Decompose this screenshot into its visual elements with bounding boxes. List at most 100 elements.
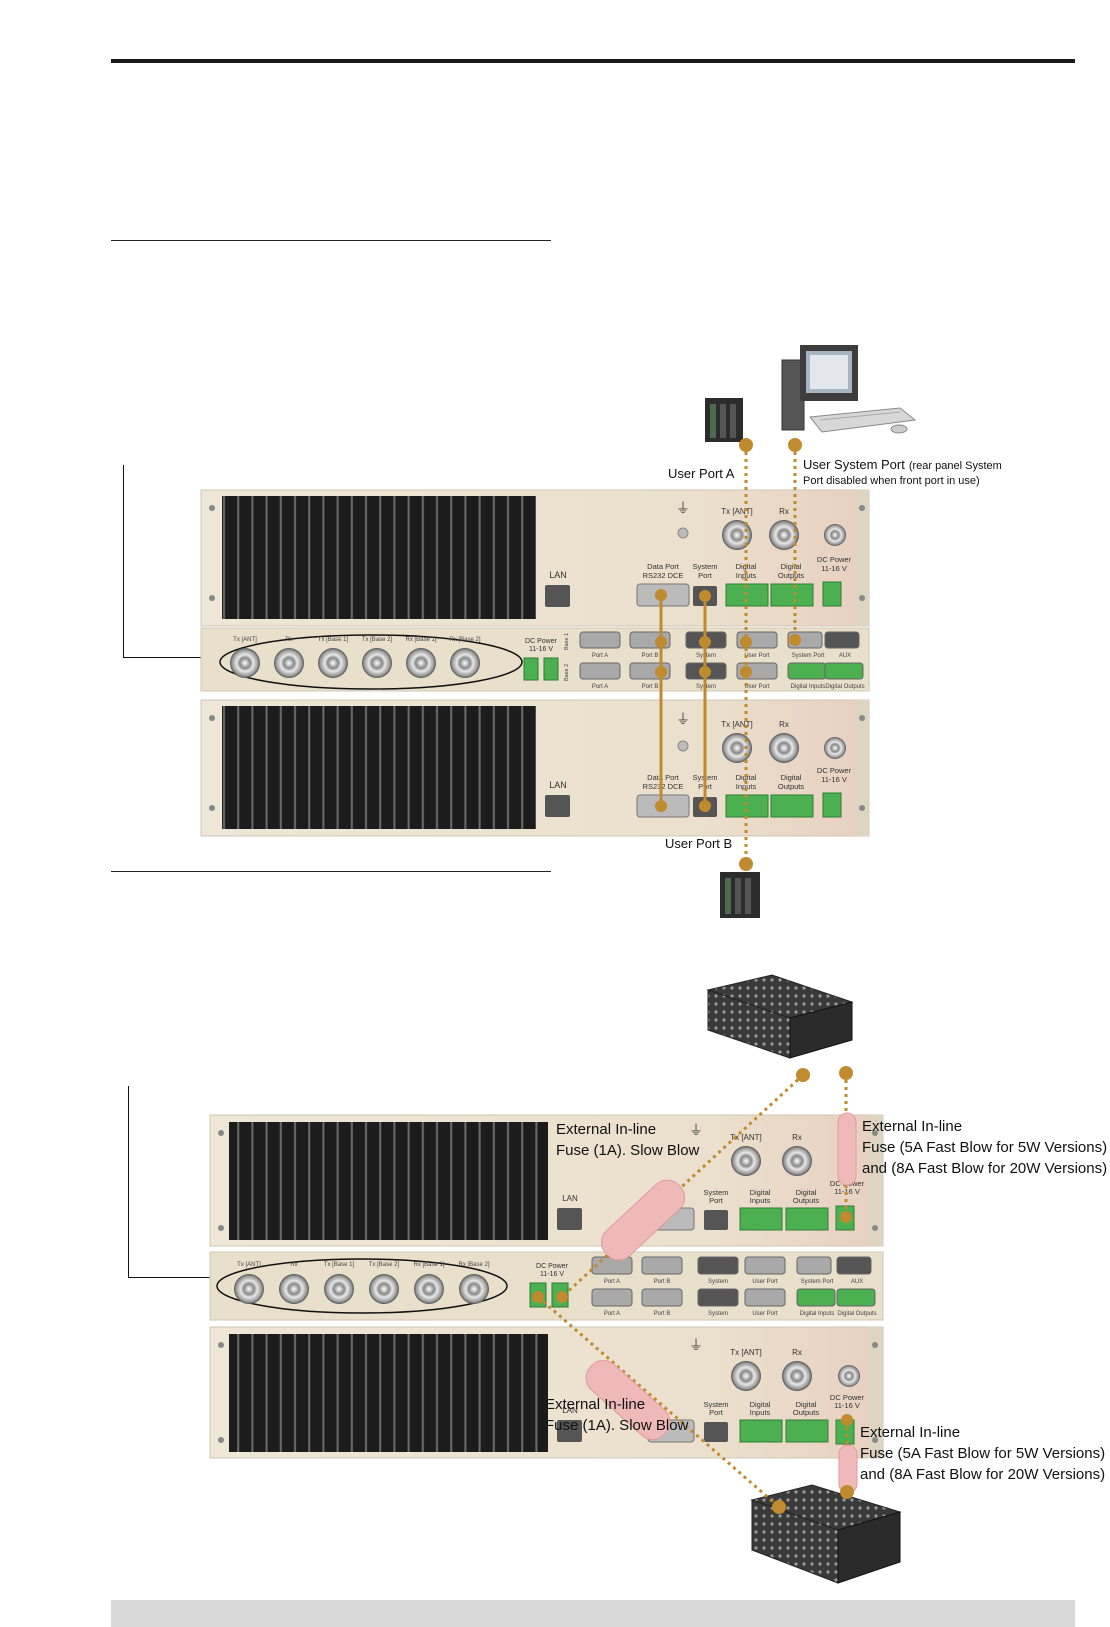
digital-outputs-label: Digital (781, 562, 802, 571)
d2-rf-connector-label: Tx [Base 1] (324, 1262, 355, 1268)
rf-connector-label: Rx (285, 637, 292, 643)
digital-inputs-sub-label: Inputs (736, 571, 757, 580)
d2-switch-dc-power-sub-label: 11-16 V (540, 1271, 564, 1278)
lower-dc-power-sub-label: 11-16 V (821, 775, 847, 784)
pointer-line-2-h (128, 1277, 218, 1278)
d2-port-connector (641, 1256, 683, 1275)
d2-port-connector (796, 1288, 836, 1307)
lower-digital-outputs-label: Digital (781, 773, 802, 782)
d2-lower-dc-power-sub-label: 11-16 V (834, 1401, 860, 1410)
d2-lower-digital-outputs-sub-label: Outputs (793, 1408, 820, 1417)
port-label: User Port (744, 684, 770, 690)
switch-panel: Tx [ANT] Rx Tx [Base 1] Tx [Base 2] Rx [Base… (200, 627, 870, 692)
rf-connector (450, 648, 480, 678)
d2-rf-connector-label: Rx (290, 1262, 297, 1268)
d2-rf-connector (324, 1274, 354, 1304)
d2-port-connector (697, 1256, 739, 1275)
d2-lower-base-station: LAN ⏚ Tx [ANT] Rx System Port Digital In… (209, 1326, 884, 1459)
d2-port-label: Port A (604, 1279, 620, 1285)
fuse-bottom-right-label-2: Fuse (5A Fast Blow for 5W Versions) (860, 1445, 1105, 1462)
system-port-label: System (692, 562, 717, 571)
d2-port-connector (591, 1288, 633, 1307)
d2-port-connector (836, 1256, 872, 1275)
port-connector (579, 662, 621, 680)
d2-rf-connector-label: Rx [Base 2] (458, 1262, 489, 1268)
d2-lower-digital-outputs-label: Digital (796, 1400, 817, 1409)
d2-rf-connector-label: Tx [ANT] (237, 1262, 261, 1268)
d2-port-connector (796, 1256, 832, 1275)
tx-ant-connector (722, 520, 752, 550)
fuse-top-right-label-3: and (8A Fast Blow for 20W Versions) (862, 1160, 1107, 1177)
d2-lower-rx-label: Rx (792, 1348, 802, 1357)
d2-port-label: Port B (654, 1311, 671, 1317)
port-connector (787, 662, 827, 680)
port-connector (579, 631, 621, 649)
rf-connector-label: Tx [Base 1] (318, 637, 349, 643)
rf-connector-label: Rx [Base 2] (449, 637, 480, 643)
switch-dc-power-label: DC Power (525, 638, 558, 645)
lower-data-port-sub-label: RS232 DCE (643, 782, 684, 791)
rf-connector-label: Tx [Base 2] (362, 637, 393, 643)
rf-connector-label: Tx [ANT] (233, 637, 257, 643)
aux-connector (824, 524, 846, 546)
data-port-sub-label: RS232 DCE (643, 571, 684, 580)
d2-rf-connector-label: Rx [Base 1] (413, 1262, 444, 1268)
d2-port-connector (744, 1288, 786, 1307)
cables (659, 445, 797, 864)
rf-connector (362, 648, 392, 678)
computer-icon (781, 345, 917, 434)
port-label: Digital Inputs (791, 684, 826, 690)
section-rule-2 (111, 871, 551, 872)
d2-digital-inputs-label: Digital (750, 1188, 771, 1197)
port-label: Port B (642, 684, 659, 690)
lower-digital-inputs-sub-label: Inputs (736, 782, 757, 791)
port-connector (824, 631, 860, 649)
lower-rx-label: Rx (779, 720, 789, 729)
d2-port-label: Digital Outputs (837, 1311, 876, 1317)
rf-connector (318, 648, 348, 678)
switch-dc-power-sub-label: 11-16 V (529, 646, 553, 653)
svg-text:⏚: ⏚ (676, 711, 690, 727)
power-supply-top-icon (706, 974, 854, 1059)
section-rule-1 (111, 240, 551, 241)
port-label: Port A (592, 653, 608, 659)
lower-lan-label: LAN (549, 780, 567, 790)
d2-rf-connector (459, 1274, 489, 1304)
fuse-bottom-right-label-3: and (8A Fast Blow for 20W Versions) (860, 1466, 1105, 1483)
lower-data-port-label: Data Port (647, 773, 680, 782)
upper-base-station: LAN ⏚ Tx [ANT] Rx Data Port RS232 DCE Sy… (200, 489, 870, 627)
rf-connectors-highlight (219, 634, 523, 690)
user-port-b-device-icon (720, 872, 760, 918)
d2-lower-system-port-label: System (703, 1400, 728, 1409)
d2-lower-dc-power-label: DC Power (830, 1393, 865, 1402)
d2-dc-power-sub-label: 11-16 V (834, 1187, 860, 1196)
svg-text:⏚: ⏚ (689, 1337, 703, 1353)
d2-port-label: System Port (801, 1279, 834, 1285)
diagram-power-fusing: LAN ⏚ Tx [ANT] Rx System Port Digital In… (209, 974, 1107, 1584)
rf-connector (274, 648, 304, 678)
dc-power-label: DC Power (817, 555, 852, 564)
pointer-line-1-h (123, 657, 218, 658)
fuse-bottom-left-label-1: External In-line (545, 1396, 645, 1413)
svg-text:⏚: ⏚ (676, 500, 690, 516)
d2-port-label: System (708, 1279, 728, 1285)
header-rule (111, 59, 1075, 63)
data-port-label: Data Port (647, 562, 680, 571)
power-supply-bottom-icon (750, 1484, 902, 1584)
d2-port-label: Digital Inputs (800, 1311, 835, 1317)
user-system-port-label: User System Port(rear panel System (803, 457, 1002, 472)
digital-outputs-sub-label: Outputs (778, 571, 805, 580)
pointer-line-1 (123, 465, 124, 657)
port-connector (824, 662, 864, 680)
rx-connector (769, 520, 799, 550)
d2-port-connector (697, 1288, 739, 1307)
lower-tx-ant-label: Tx [ANT] (721, 720, 753, 729)
fuse-bottom-left (585, 1360, 671, 1440)
tx-ant-label: Tx [ANT] (721, 507, 753, 516)
rx-label: Rx (779, 507, 789, 516)
user-system-port-note: Port disabled when front port in use) (803, 475, 980, 487)
port-label: AUX (839, 653, 851, 659)
d2-upper-base-station: LAN ⏚ Tx [ANT] Rx System Port Digital In… (209, 1114, 884, 1247)
d2-lower-system-port-sub-label: Port (709, 1408, 724, 1417)
